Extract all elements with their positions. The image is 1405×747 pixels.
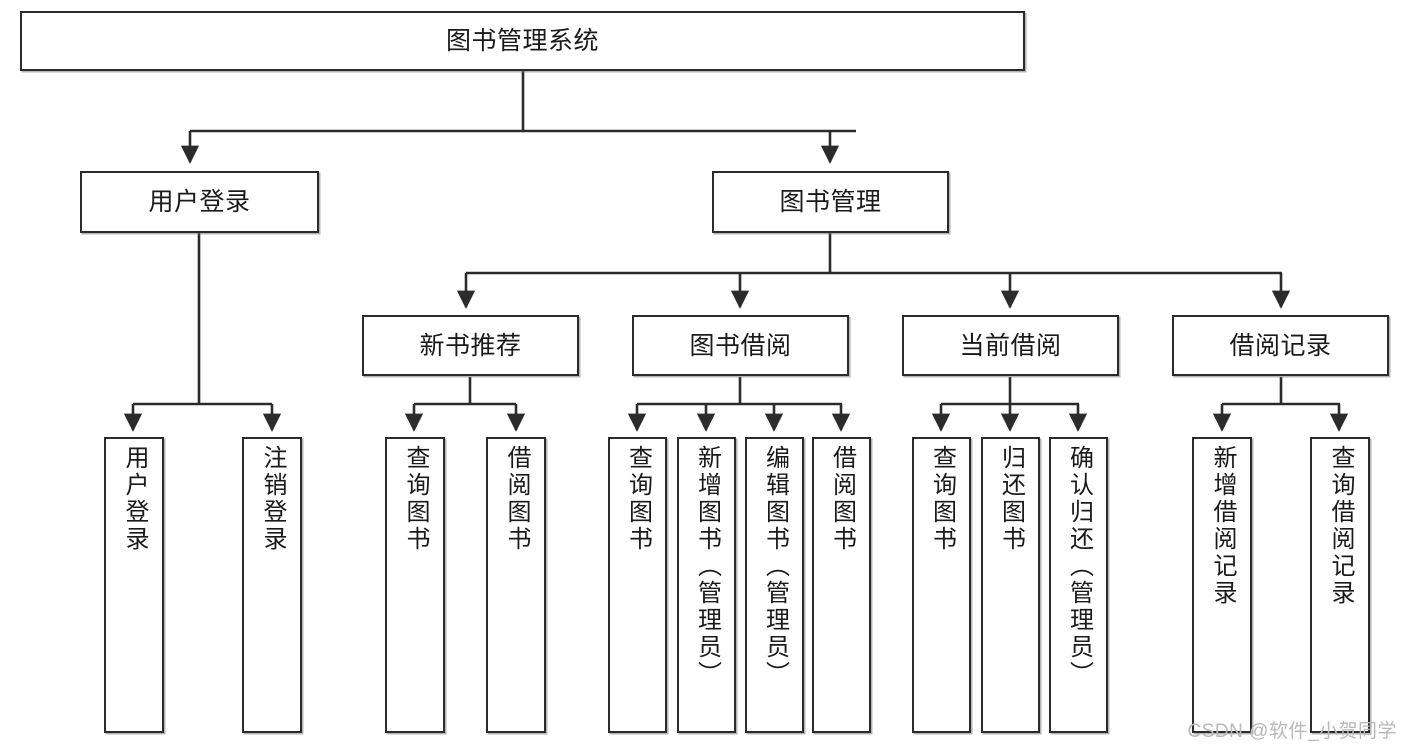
node-label: 借阅图书 [503,445,530,553]
leaf-add-book[interactable]: 新增图书（管理员） [677,437,736,733]
node-label: 图书管理 [779,188,882,216]
node-root-system[interactable]: 图书管理系统 [20,11,1025,71]
node-label: 新增借阅记录 [1209,445,1236,607]
leaf-query-book-borrow[interactable]: 查询图书 [608,437,667,733]
leaf-query-book-current[interactable]: 查询图书 [912,437,971,733]
node-label: 图书管理系统 [445,27,599,55]
node-label: 查询图书 [624,445,652,553]
leaf-add-borrow-record[interactable]: 新增借阅记录 [1192,437,1252,733]
node-label: 查询图书 [402,445,429,553]
node-label: 新书推荐 [419,331,522,360]
node-label: 确认归还（管理员） [1065,445,1093,688]
node-label: 借阅记录 [1229,331,1332,360]
leaf-confirm-return[interactable]: 确认归还（管理员） [1049,437,1108,733]
node-label: 查询借阅记录 [1327,445,1354,607]
node-label: 查询图书 [928,445,956,553]
csdn-watermark: CSDN @软件_小贺同学 [1187,721,1397,742]
node-label: 用户登录 [148,188,251,216]
node-label: 归还图书 [997,445,1025,553]
node-book-manage[interactable]: 图书管理 [712,171,949,233]
leaf-return-book[interactable]: 归还图书 [981,437,1040,733]
node-label: 注销登录 [259,445,286,553]
leaf-borrow-book[interactable]: 借阅图书 [812,437,871,733]
node-new-book-recommend[interactable]: 新书推荐 [362,315,579,376]
leaf-query-borrow-record[interactable]: 查询借阅记录 [1310,437,1370,733]
node-label: 当前借阅 [959,331,1062,360]
node-label: 编辑图书（管理员） [761,445,789,688]
node-borrow-record[interactable]: 借阅记录 [1172,315,1389,376]
leaf-edit-book[interactable]: 编辑图书（管理员） [745,437,804,733]
leaf-query-book-recommend[interactable]: 查询图书 [385,437,445,733]
node-label: 图书借阅 [689,331,792,360]
node-user-login[interactable]: 用户登录 [80,171,319,233]
node-label: 新增图书（管理员） [693,445,721,688]
leaf-borrow-book-recommend[interactable]: 借阅图书 [486,437,546,733]
leaf-logout-login[interactable]: 注销登录 [242,437,302,733]
node-label: 用户登录 [121,445,148,553]
leaf-user-login[interactable]: 用户登录 [104,437,164,733]
node-label: 借阅图书 [828,445,856,553]
node-current-borrow[interactable]: 当前借阅 [902,315,1119,376]
node-book-borrow[interactable]: 图书借阅 [632,315,849,376]
